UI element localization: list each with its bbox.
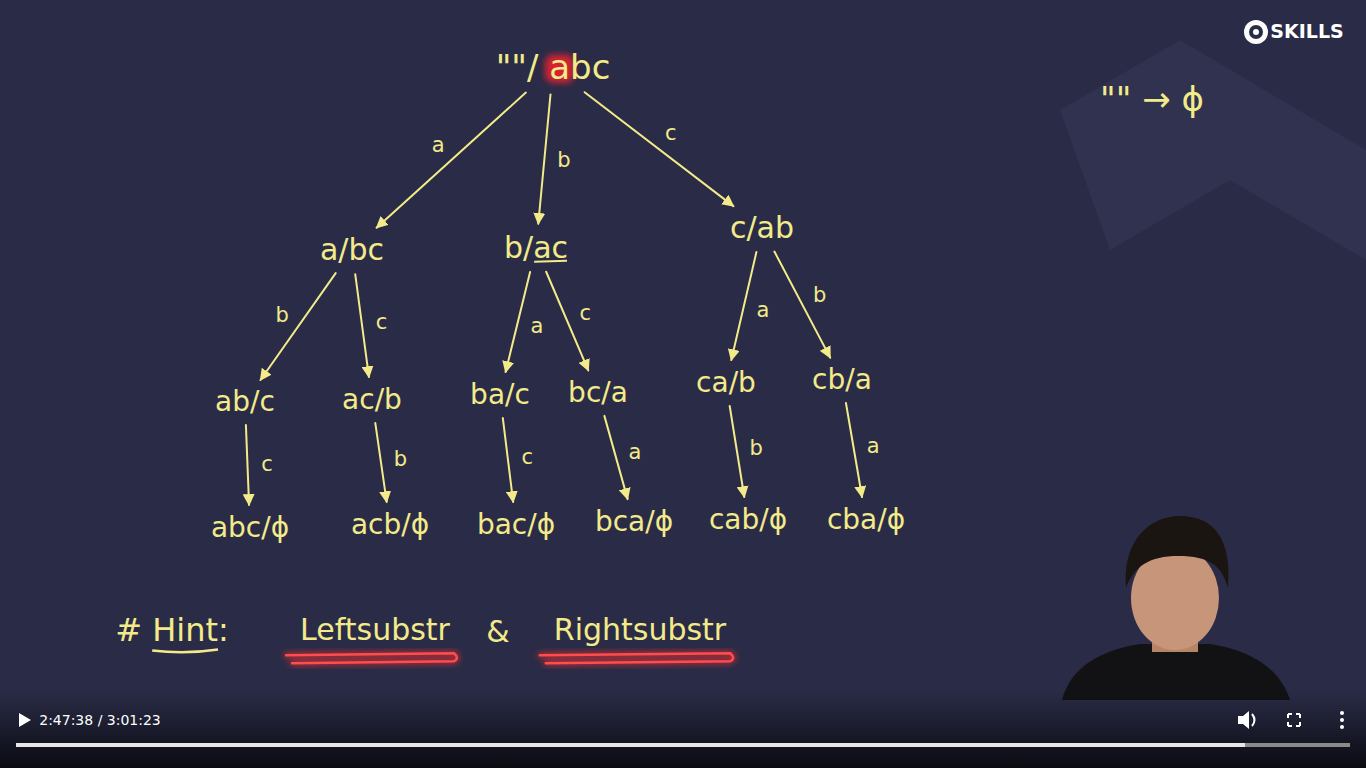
tree-arrow (246, 425, 249, 505)
tree-node: bac/ϕ (472, 508, 560, 542)
edge-label: a (628, 441, 641, 464)
tree-node: ba/c (465, 378, 535, 412)
highlight-stroke (540, 653, 733, 663)
tree-arrow (604, 416, 627, 499)
node-text: b/ac (504, 231, 568, 266)
background-shape (1060, 40, 1366, 260)
video-time: 2:47:38 / 3:01:23 (39, 712, 161, 728)
tree-node: bc/a (563, 376, 633, 410)
edge-label: a (867, 435, 880, 458)
fullscreen-icon (1288, 714, 1300, 726)
logo-icon (1244, 20, 1268, 44)
tree-node: ""/ abc (491, 47, 616, 88)
tree-node: cab/ϕ (704, 503, 792, 537)
player-bar (0, 690, 1366, 768)
node-text: bca/ϕ (595, 506, 673, 538)
tree-node: a/bc (315, 232, 389, 269)
edge-label: c (579, 302, 591, 325)
progress-fill (16, 743, 1245, 747)
edge-label: c (261, 453, 273, 476)
underline (152, 650, 218, 653)
node-text: abc/ϕ (211, 512, 289, 544)
volume-icon (1238, 711, 1255, 729)
tree-arrow (774, 252, 830, 358)
logo-text: SKILLS (1270, 21, 1343, 43)
highlights (152, 55, 733, 664)
tree-node: acb/ϕ (346, 508, 434, 542)
node-text: bc/a (568, 377, 628, 409)
tree-arrow (506, 272, 530, 372)
hint-heading: # Hint: (115, 612, 229, 649)
tree-node: ab/c (210, 385, 280, 419)
hint-term: Leftsubstr (300, 613, 450, 648)
edge-label: c (665, 122, 677, 145)
highlight-stroke (286, 653, 457, 663)
tree-arrow (585, 92, 734, 206)
tree-arrow (260, 273, 335, 380)
node-text: bac/ϕ (477, 509, 555, 541)
menu-icon (1340, 711, 1344, 729)
tree-node: c/ab (725, 210, 799, 247)
tree-node: abc/ϕ (206, 511, 294, 545)
connectors (246, 92, 862, 505)
hint-connector: & (486, 615, 509, 650)
tree-arrow (730, 406, 745, 497)
progress-track (16, 743, 1350, 747)
tree-arrow (377, 93, 526, 228)
tree-node: ca/b (691, 366, 761, 400)
node-text: cb/a (812, 364, 872, 396)
node-text: ""/ abc (496, 48, 611, 87)
edge-label: b (557, 149, 570, 172)
node-text: ac/b (342, 384, 402, 416)
node-text: c/ab (730, 211, 794, 246)
tree-arrow (375, 423, 386, 502)
tree-node: cba/ϕ (822, 503, 910, 537)
tree-node: b/ac (499, 230, 573, 267)
edge-label: a (756, 299, 769, 322)
highlight-glow (286, 653, 457, 663)
edge-label: a (530, 315, 543, 338)
edge-label: b (394, 448, 407, 471)
hint-term: Rightsubstr (554, 613, 726, 648)
node-text: cab/ϕ (709, 504, 787, 536)
node-text: cba/ϕ (827, 504, 905, 536)
tree-node: cb/a (807, 363, 877, 397)
edge-label: c (376, 311, 388, 334)
tree-arrow (538, 95, 550, 224)
tree-node: ac/b (337, 383, 407, 417)
tree-arrow (503, 418, 513, 502)
edge-label: c (522, 446, 534, 469)
tree-arrow (731, 252, 756, 360)
node-text: a/bc (320, 233, 384, 268)
node-text: ca/b (696, 367, 756, 399)
node-text: acb/ϕ (351, 509, 429, 541)
tree-arrow (355, 274, 369, 377)
highlight-glow (540, 653, 733, 663)
node-text: ab/c (215, 386, 275, 418)
edge-label: b (813, 284, 826, 307)
edge-label: b (275, 304, 288, 327)
edge-label: a (432, 134, 445, 157)
tree-arrow (846, 403, 862, 497)
edge-label: b (750, 437, 763, 460)
tree-node: bca/ϕ (590, 505, 678, 539)
note: "" → ϕ (1100, 80, 1204, 119)
node-text: ba/c (470, 379, 530, 411)
presenter (1062, 516, 1290, 700)
play-icon (19, 713, 31, 727)
